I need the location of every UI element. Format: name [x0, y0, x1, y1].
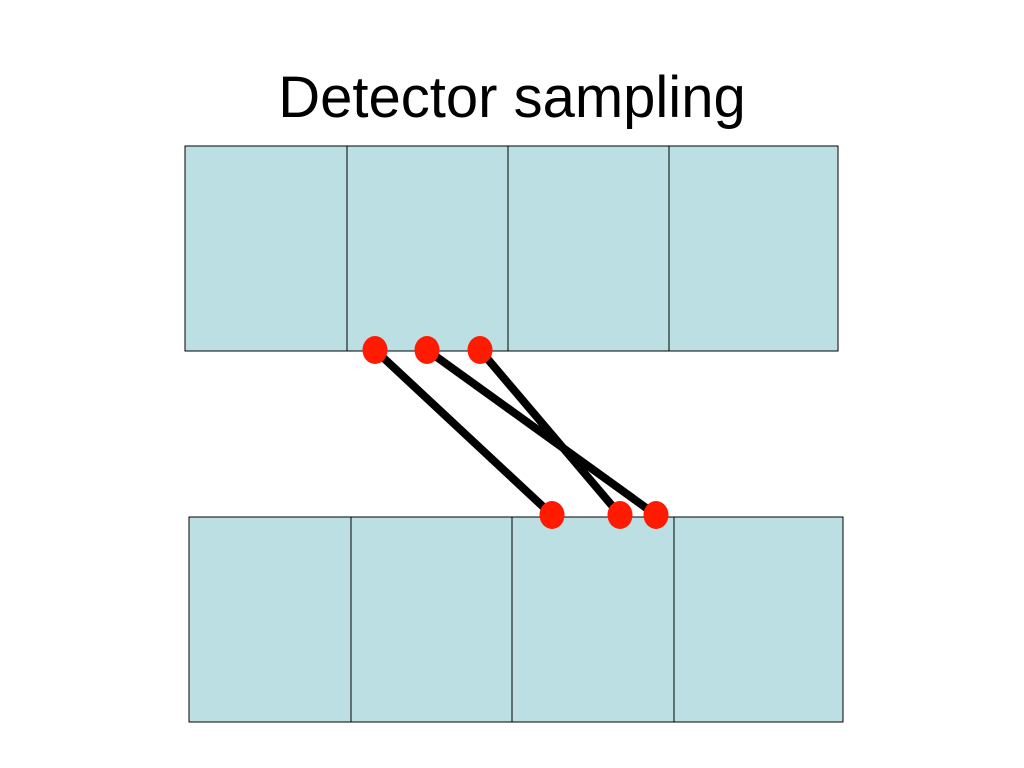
bottom-point-1	[539, 501, 565, 529]
slide-title: Detector sampling	[278, 65, 746, 130]
top-detector-element-1	[184, 145, 348, 352]
top-point-2	[414, 336, 440, 364]
top-detector-row	[184, 145, 839, 352]
sample-points	[362, 336, 669, 529]
ray-3	[476, 347, 624, 518]
bottom-detector-element-1	[188, 516, 352, 723]
bottom-detector-element-3	[511, 516, 675, 723]
ray-2	[424, 346, 659, 519]
ray-1	[372, 347, 555, 518]
top-detector-element-3	[507, 145, 670, 352]
top-point-1	[362, 336, 388, 364]
bottom-point-2	[607, 501, 633, 529]
bottom-detector-row	[188, 516, 844, 723]
top-point-3	[467, 336, 493, 364]
top-detector-element-4	[668, 145, 839, 352]
top-detector-element-2	[346, 145, 509, 352]
rays	[372, 346, 659, 519]
bottom-detector-element-2	[350, 516, 513, 723]
bottom-detector-element-4	[673, 516, 844, 723]
bottom-point-3	[643, 501, 669, 529]
